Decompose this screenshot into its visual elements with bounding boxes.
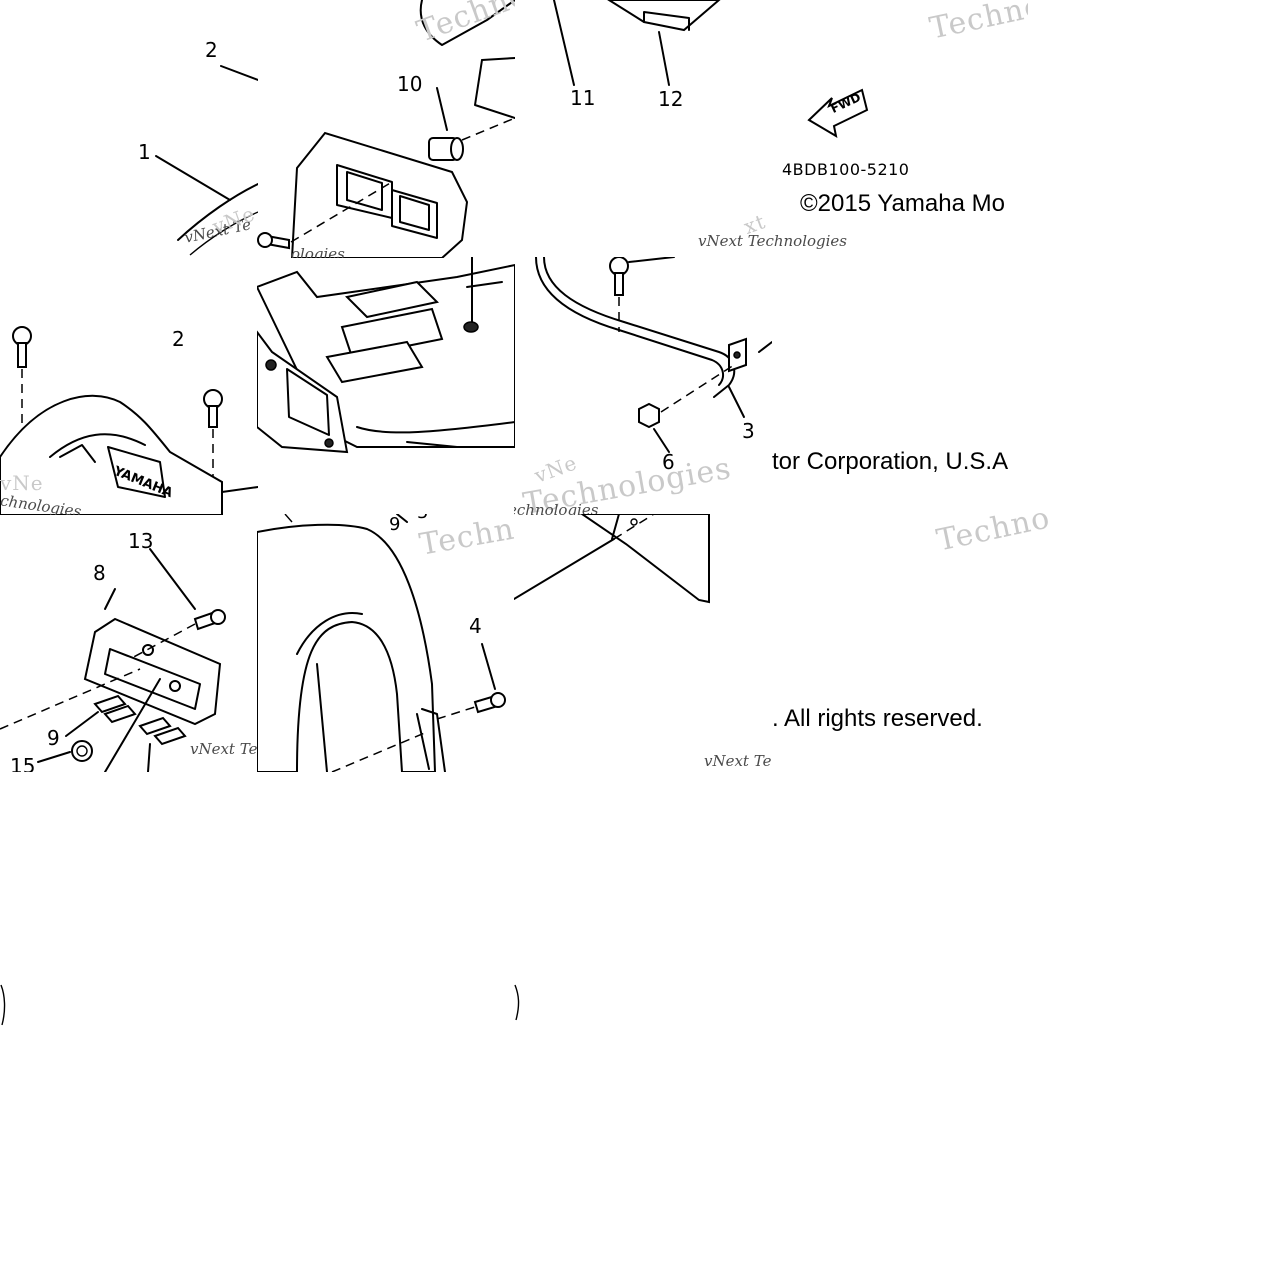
callout-2: 2: [172, 327, 185, 351]
fender-panel-drawing: [514, 514, 710, 604]
callout-9: 9: [389, 514, 401, 535]
callout-8: 8: [93, 561, 106, 585]
diagram-tile-top-center: 10 Techno ologies: [257, 0, 515, 258]
callout-2: 2: [205, 38, 218, 62]
callout-1: 1: [138, 140, 151, 164]
callout-9: 9: [47, 726, 60, 750]
stay-bracket-drawing: [535, 257, 772, 453]
diagram-tile-middle-left: 2 YAMAHA chnologies vNe: [0, 257, 258, 515]
copyright-line-3: . All rights reserved.: [772, 705, 983, 732]
callout-7: 11: [570, 86, 596, 110]
diagram-tile-bottom-center: 4 9 5 Techno 9: [257, 514, 515, 772]
headlight-housing-drawing: [257, 0, 515, 258]
callout-5: 5: [417, 514, 428, 523]
watermark-text: vNext Technologies: [698, 232, 848, 250]
diagram-tile-bottom-left: 13 8 9 15 vNext Te: [0, 514, 258, 772]
diagram-tile-top-left: 2 1 vNext Te vNe: [0, 0, 258, 258]
watermark-text: ologies: [291, 245, 345, 258]
headlight-bracket-drawing: [257, 257, 515, 454]
part-code: 4BDB100-5210: [782, 160, 910, 179]
fender-side-drawing: [257, 514, 506, 772]
callout-11: 13: [128, 529, 154, 553]
copyright-line-2: tor Corporation, U.S.A: [772, 448, 1009, 475]
callout-10: 10: [397, 72, 423, 96]
watermark-text: Techno: [933, 500, 1054, 559]
front-fender-drawing: [0, 326, 258, 515]
watermark-text: vNe: [0, 471, 44, 495]
watermark-text: echnologies: [514, 501, 599, 515]
callout-4: 4: [469, 614, 482, 638]
headlight-cover-drawing: [0, 548, 226, 772]
callout-13: 15: [10, 754, 36, 772]
callout-6: 6: [662, 450, 675, 474]
callout-12: 12: [658, 87, 684, 111]
reflector-and-arrow-drawing: [553, 0, 869, 139]
fender-outline-top-left: [155, 65, 258, 256]
diagram-tile-middle-right: 3 6 Technologies echnologies vNe: [514, 257, 772, 515]
callout-3: 3: [742, 419, 755, 443]
diagram-tile-top-right: 11 12 FWD 4BDB100-5210 ©2015 Yamaha Mo T…: [514, 0, 1028, 258]
callout-15: 9: [257, 514, 267, 518]
watermark-text: vNext Te: [704, 752, 772, 770]
watermark-text: vNext Te: [190, 740, 258, 758]
diagram-tile-center: [257, 257, 515, 515]
copyright-line-1: ©2015 Yamaha Mo: [800, 190, 1005, 217]
diagram-tile-bottom-right: vNext Te: [514, 514, 772, 772]
